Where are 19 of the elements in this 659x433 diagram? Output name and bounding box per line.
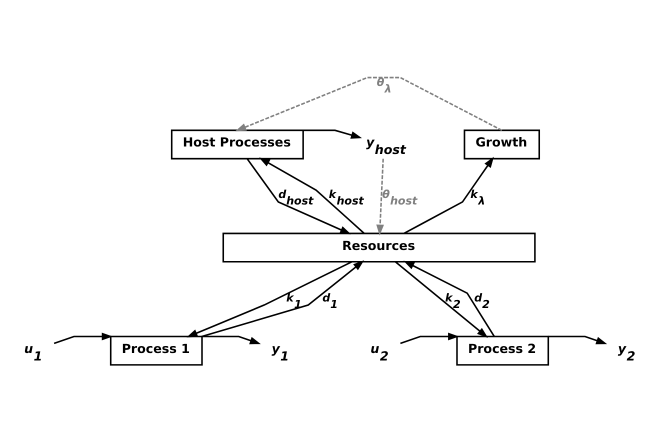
- arrow: [548, 336, 608, 344]
- arrow: [235, 76, 502, 132]
- node-box: Growth: [464, 130, 540, 160]
- arrow: [202, 260, 364, 338]
- arrow: [404, 156, 494, 234]
- node-box: Process 2: [456, 336, 550, 366]
- arrow: [303, 130, 362, 139]
- arrow: [403, 260, 495, 337]
- arrow: [246, 158, 352, 234]
- node-box: Process 1: [110, 336, 203, 366]
- arrow: [202, 336, 261, 344]
- arrow: [54, 332, 113, 344]
- node-box: Resources: [222, 232, 536, 263]
- arrow: [400, 332, 460, 344]
- node-box: Host Processes: [170, 130, 304, 160]
- arrow: [376, 158, 384, 236]
- arrow: [186, 261, 352, 338]
- arrow: [258, 158, 365, 234]
- arrow: [395, 261, 488, 338]
